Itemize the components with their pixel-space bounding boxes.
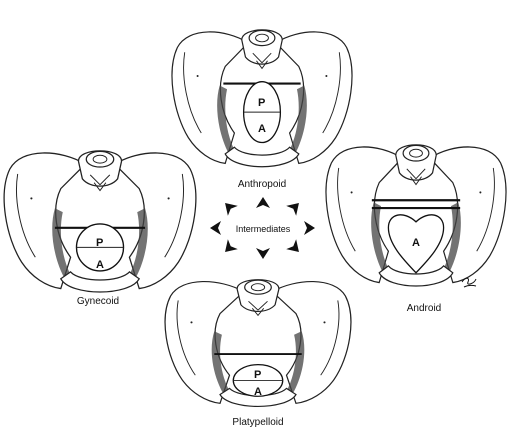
arrow-top-right bbox=[286, 198, 304, 216]
gynecoid-label: Gynecoid bbox=[77, 296, 119, 307]
pelvis-android bbox=[326, 145, 506, 286]
anthropoid-label: Anthropoid bbox=[238, 179, 286, 190]
android-letter-a: A bbox=[412, 237, 420, 249]
platypelloid-label: Platypelloid bbox=[232, 417, 283, 428]
arrow-bottom-left bbox=[220, 239, 238, 257]
arrow-bottom-right bbox=[286, 239, 304, 257]
arrow-top bbox=[256, 197, 270, 208]
artist-signature bbox=[462, 278, 476, 287]
arrow-bottom bbox=[256, 248, 270, 259]
gynecoid-letter-a: A bbox=[96, 259, 104, 271]
arrow-right bbox=[304, 221, 315, 235]
arrow-top-left bbox=[220, 198, 238, 216]
intermediates-label: Intermediates bbox=[236, 224, 291, 234]
platypelloid-letter-a: A bbox=[254, 386, 262, 398]
anthropoid-letter-a: A bbox=[258, 123, 266, 135]
android-label: Android bbox=[407, 303, 441, 314]
anthropoid-letter-p: P bbox=[258, 97, 265, 109]
platypelloid-letter-p: P bbox=[254, 369, 261, 381]
gynecoid-letter-p: P bbox=[96, 237, 103, 249]
arrow-left bbox=[210, 221, 221, 235]
